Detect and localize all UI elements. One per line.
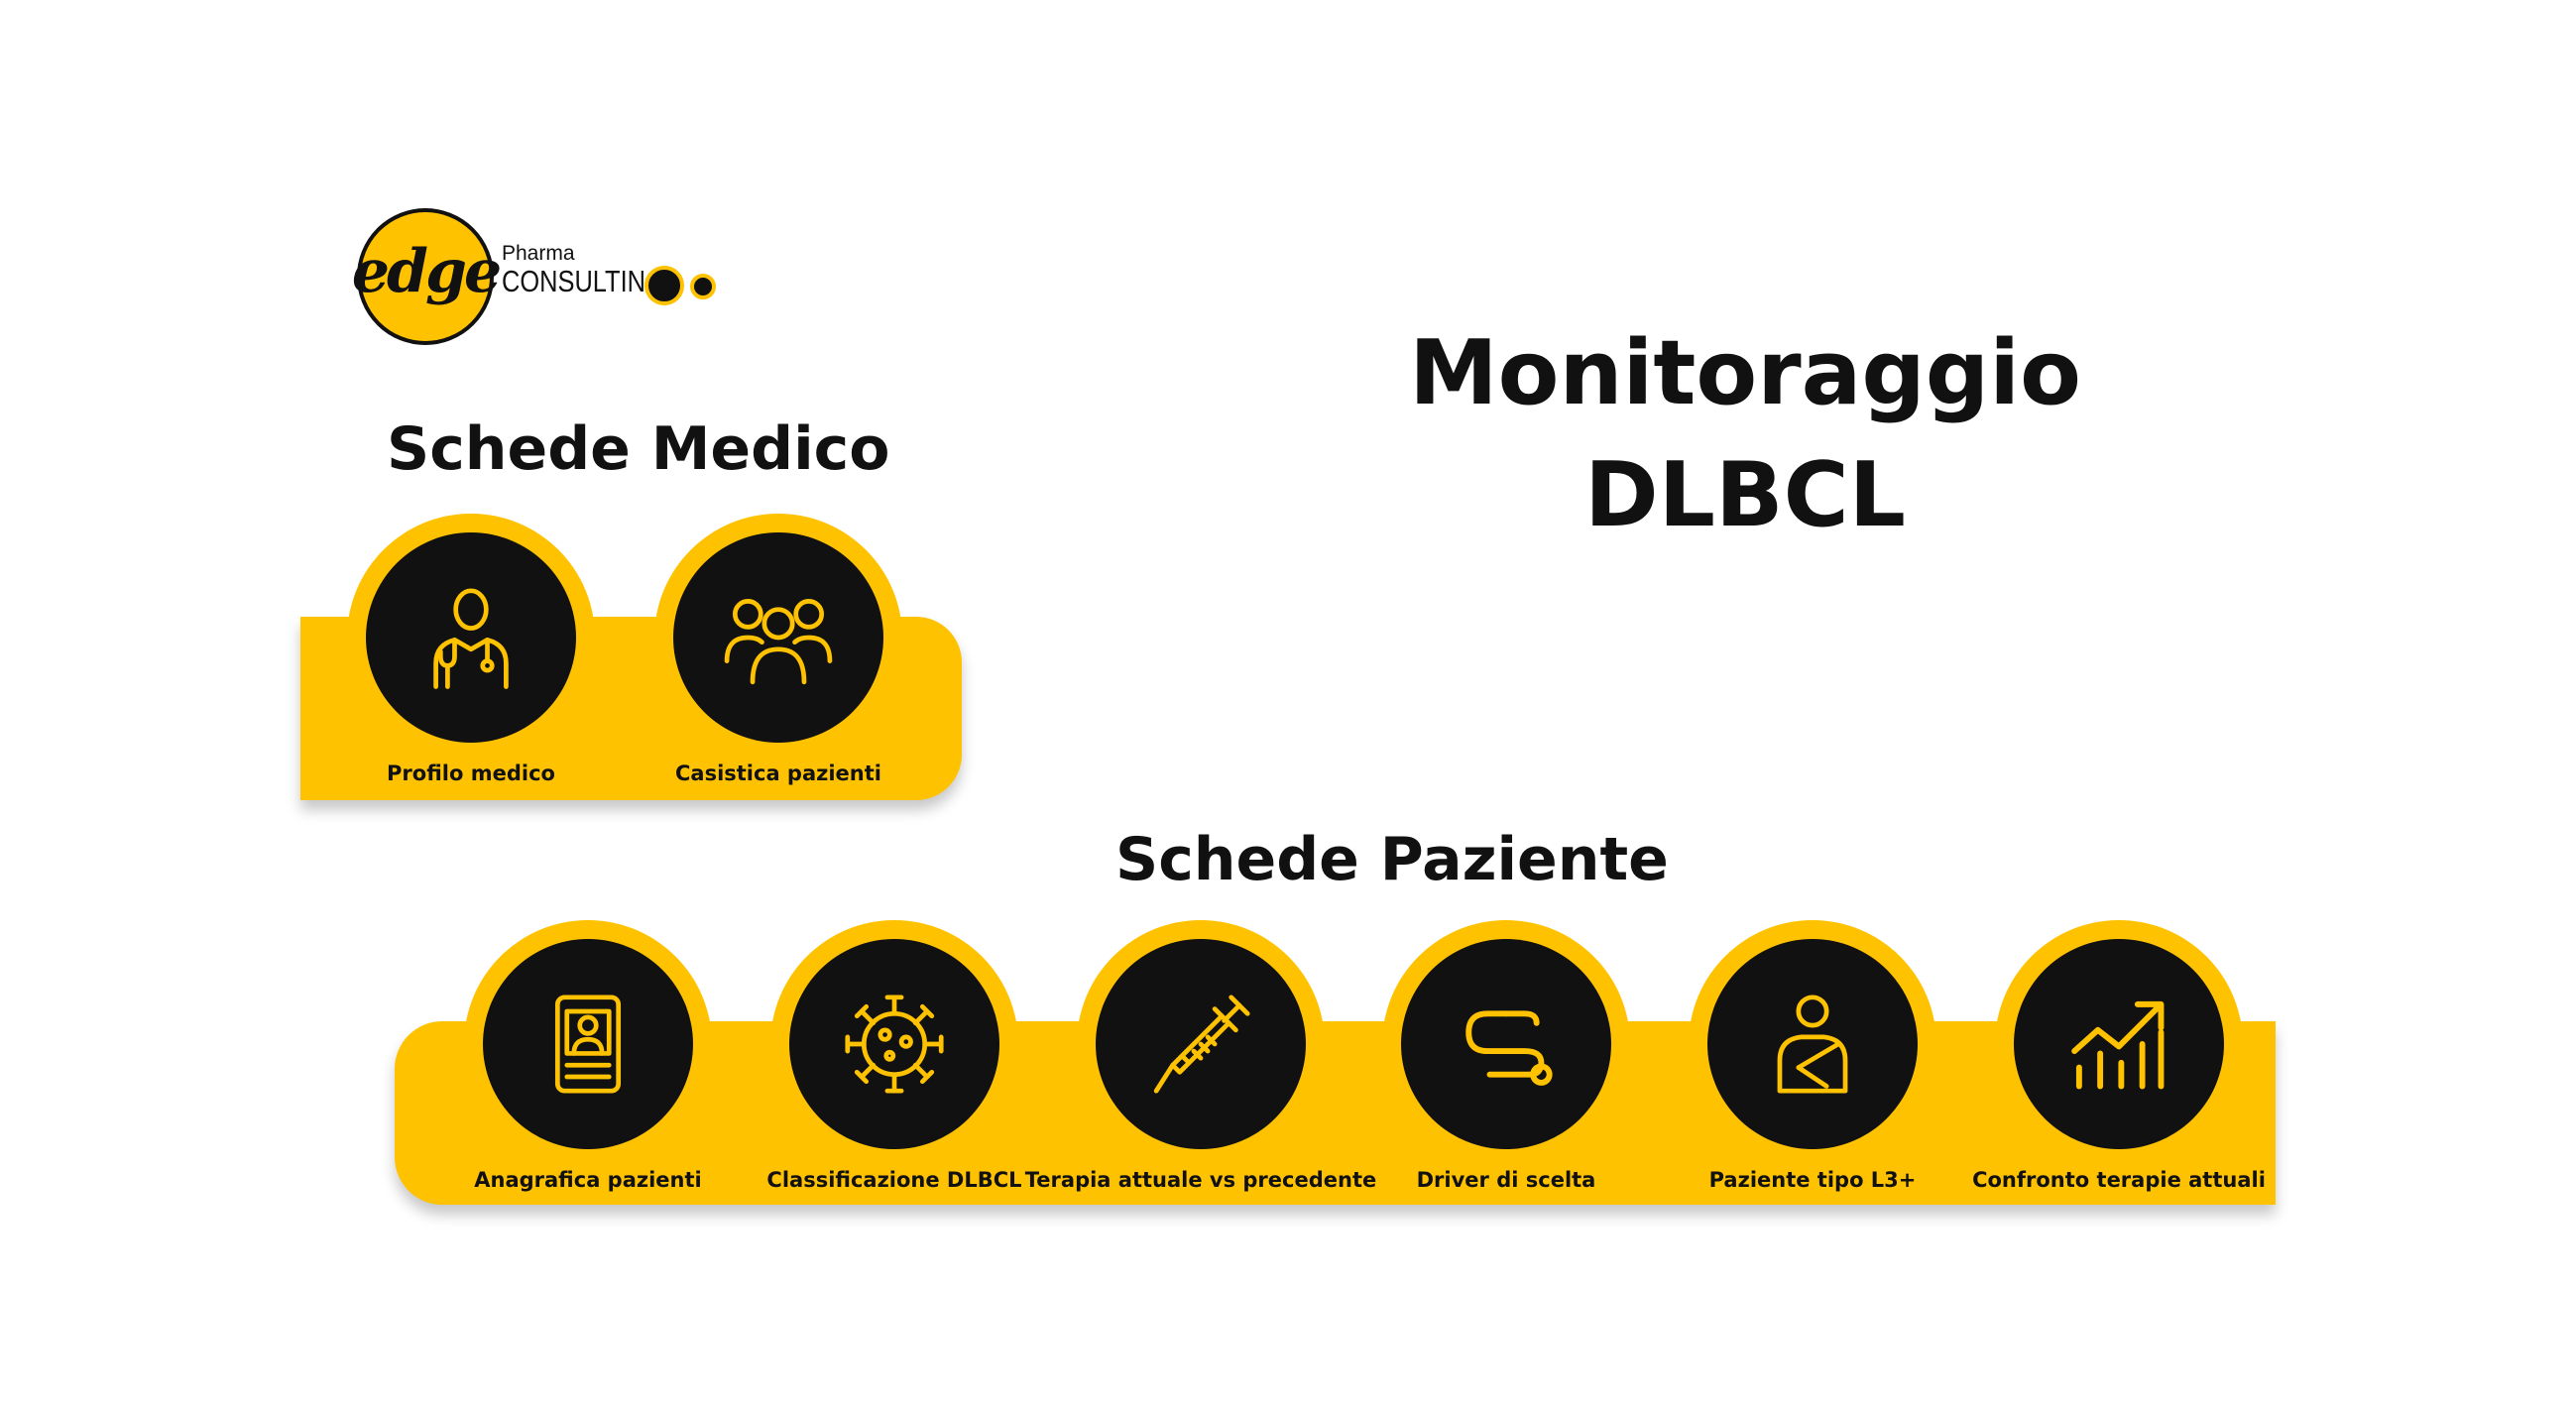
card-label: Profilo medico — [387, 762, 555, 785]
card-label: Casistica pazienti — [674, 762, 881, 785]
logo-edge-text: edge — [351, 237, 502, 306]
card-label: Confronto terapie attuali — [1972, 1168, 2266, 1192]
card-label: Anagrafica pazienti — [474, 1168, 702, 1192]
id-card-icon — [554, 995, 622, 1094]
card-label: Driver di scelta — [1416, 1168, 1596, 1192]
card-label: Terapia attuale vs precedente — [1024, 1168, 1377, 1192]
logo-badge: edge — [352, 208, 502, 345]
group-icon — [724, 599, 833, 685]
section-title-medico: Schede Medico — [387, 414, 890, 484]
logo-dot-large — [644, 266, 684, 305]
logo-dot-small — [690, 274, 716, 299]
page-title: Monitoraggio DLBCL — [1368, 312, 2122, 556]
page-title-line-2: DLBCL — [1583, 443, 1907, 547]
trend-chart-icon — [2071, 1000, 2165, 1090]
logo-consulting-text: CONSULTING — [502, 264, 665, 298]
edge-pharma-logo: edge Pharma CONSULTING — [352, 206, 734, 355]
path-icon — [1465, 1010, 1553, 1086]
card-label: Classificazione DLBCL — [766, 1168, 1022, 1192]
page-title-line-1: Monitoraggio — [1409, 321, 2081, 425]
virus-icon — [845, 995, 944, 1094]
syringe-icon — [1153, 995, 1250, 1094]
card-label: Paziente tipo L3+ — [1708, 1168, 1917, 1192]
patient-sling-icon — [1777, 995, 1848, 1094]
logo-pharma-text: Pharma — [502, 242, 575, 265]
section-title-paziente: Schede Paziente — [1115, 825, 1669, 894]
doctor-icon — [433, 588, 509, 689]
